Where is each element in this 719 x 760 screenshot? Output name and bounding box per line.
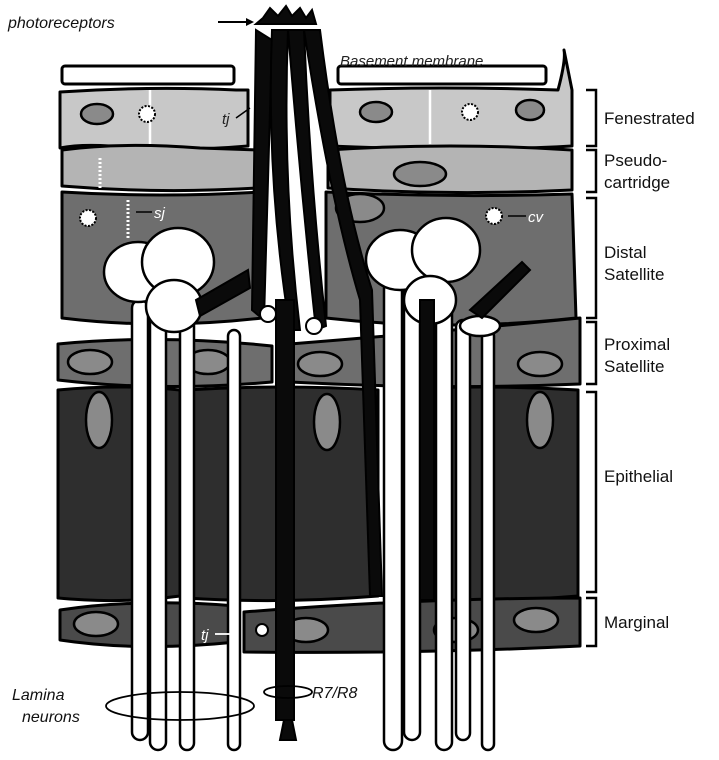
epithelial-nucleus [86, 392, 112, 448]
proximal-satellite-nucleus [518, 352, 562, 376]
layer-name-fenestrated: Fenestrated [604, 109, 695, 128]
marginal-nucleus [514, 608, 558, 632]
layer-name-distal-satellite: Distal [604, 243, 647, 262]
pseudocartridge-nucleus [394, 162, 446, 186]
pseudocartridge-layer-right [328, 146, 572, 193]
layer-name-pseudocartridge-2: cartridge [604, 173, 670, 192]
fenestrated-nucleus [516, 100, 544, 120]
epithelial-nucleus [314, 394, 340, 450]
proximal-satellite-nucleus [68, 350, 112, 374]
layer-name-proximal-satellite-2: Satellite [604, 357, 664, 376]
basement-membrane-left [62, 66, 234, 84]
tj-bottom-label: tj [201, 627, 209, 644]
marginal-nucleus [74, 612, 118, 636]
layer-name-epithelial: Epithelial [604, 467, 673, 486]
proximal-satellite-nucleus [298, 352, 342, 376]
fenestrated-nucleus [81, 104, 113, 124]
layer-brackets [586, 90, 596, 646]
epithelial-nucleus [527, 392, 553, 448]
marginal-vesicle [256, 624, 268, 636]
layer-name-pseudocartridge: Pseudo- [604, 151, 667, 170]
lamina-neurons-label-2: neurons [22, 709, 80, 726]
vesicle-icon [486, 208, 502, 224]
fenestrated-nucleus [360, 102, 392, 122]
pseudocartridge-layer [62, 145, 258, 190]
r7r8-label: R7/R8 [312, 685, 357, 702]
sj-label: sj [154, 205, 166, 222]
cv-label: cv [528, 209, 545, 226]
layer-name-marginal: Marginal [604, 613, 669, 632]
photoreceptors-label: photoreceptors [7, 15, 115, 32]
tj-top-label: tj [222, 111, 230, 128]
arrowhead [246, 18, 254, 26]
lamina-neurons-label: Lamina [12, 687, 65, 704]
vesicle-icon [80, 210, 96, 226]
layer-name-proximal-satellite: Proximal [604, 335, 670, 354]
layer-name-distal-satellite-2: Satellite [604, 265, 664, 284]
basement-membrane-label: Basement membrane [340, 53, 483, 70]
vesicle-icon [139, 106, 155, 122]
vesicle-icon [462, 104, 478, 120]
